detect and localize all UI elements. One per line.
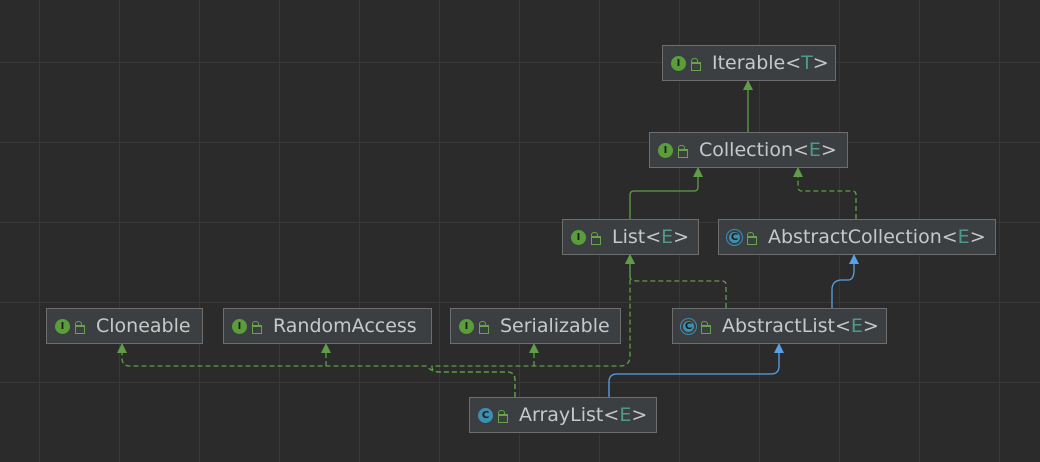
node-name: List bbox=[612, 226, 646, 248]
node-name: Serializable bbox=[500, 315, 610, 337]
interface-icon: I bbox=[232, 318, 247, 334]
public-lock-icon bbox=[591, 231, 601, 245]
edge-abstractlist-to-abstractcollection bbox=[831, 254, 859, 308]
abstract-class-icon: C bbox=[681, 318, 696, 334]
interface-icon: I bbox=[658, 142, 673, 158]
edge-arraylist-to-abstractlist bbox=[608, 343, 784, 397]
public-lock-icon bbox=[75, 320, 85, 334]
type-param: E bbox=[850, 315, 863, 337]
node-serializable[interactable]: I Serializable bbox=[450, 308, 621, 344]
edge-arraylist-to-cloneable bbox=[117, 343, 516, 397]
public-lock-icon bbox=[678, 144, 688, 158]
type-param: E bbox=[619, 404, 632, 426]
edge-list-to-collection bbox=[629, 167, 703, 219]
public-lock-icon bbox=[498, 409, 508, 423]
node-collection[interactable]: I Collection<E> bbox=[649, 132, 848, 168]
node-arraylist[interactable]: C ArrayList<E> bbox=[469, 397, 657, 433]
abstract-class-icon: C bbox=[727, 229, 742, 245]
node-cloneable[interactable]: I Cloneable bbox=[46, 308, 203, 344]
type-param: E bbox=[808, 139, 821, 161]
node-iterable[interactable]: I Iterable<T> bbox=[662, 45, 836, 81]
node-name: Collection bbox=[699, 139, 793, 161]
node-name: AbstractList bbox=[722, 315, 835, 337]
public-lock-icon bbox=[747, 231, 757, 245]
interface-icon: I bbox=[459, 318, 474, 334]
interface-icon: I bbox=[571, 229, 586, 245]
type-param: E bbox=[957, 226, 970, 248]
node-name: AbstractCollection bbox=[768, 226, 942, 248]
node-abstractlist[interactable]: C AbstractList<E> bbox=[672, 308, 887, 344]
public-lock-icon bbox=[479, 320, 489, 334]
public-lock-icon bbox=[701, 320, 711, 334]
type-param: E bbox=[661, 226, 674, 248]
class-icon: C bbox=[478, 407, 493, 423]
node-name: ArrayList bbox=[519, 404, 604, 426]
edge-abstractlist-to-list bbox=[625, 254, 727, 308]
node-list[interactable]: I List<E> bbox=[562, 219, 699, 255]
node-randomaccess[interactable]: I RandomAccess bbox=[223, 308, 432, 344]
type-param: T bbox=[801, 52, 813, 74]
edge-arraylist-to-list bbox=[431, 254, 635, 397]
node-name: RandomAccess bbox=[273, 315, 417, 337]
node-abstractcollection[interactable]: C AbstractCollection<E> bbox=[718, 219, 996, 255]
public-lock-icon bbox=[252, 320, 262, 334]
interface-icon: I bbox=[671, 55, 686, 71]
node-name: Cloneable bbox=[96, 315, 191, 337]
node-name: Iterable bbox=[712, 52, 786, 74]
edge-abstractcollection-to-collection bbox=[793, 167, 857, 219]
public-lock-icon bbox=[691, 57, 701, 71]
interface-icon: I bbox=[55, 318, 70, 334]
